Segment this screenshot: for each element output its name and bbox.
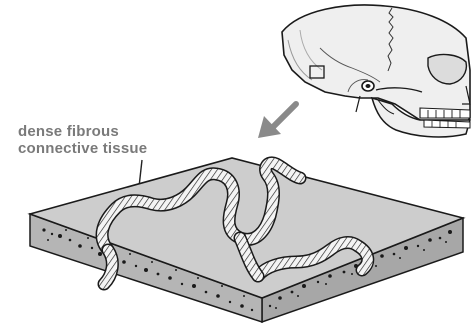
label-connective-tissue: connective tissue: [18, 140, 147, 157]
bone-slab: [30, 158, 463, 322]
pointer-arrow: [258, 104, 296, 138]
label-dense-fibrous: dense fibrous: [18, 123, 119, 140]
slab-top-surface: [30, 158, 463, 298]
skull-illustration: [282, 5, 470, 137]
upper-teeth: [420, 108, 470, 118]
